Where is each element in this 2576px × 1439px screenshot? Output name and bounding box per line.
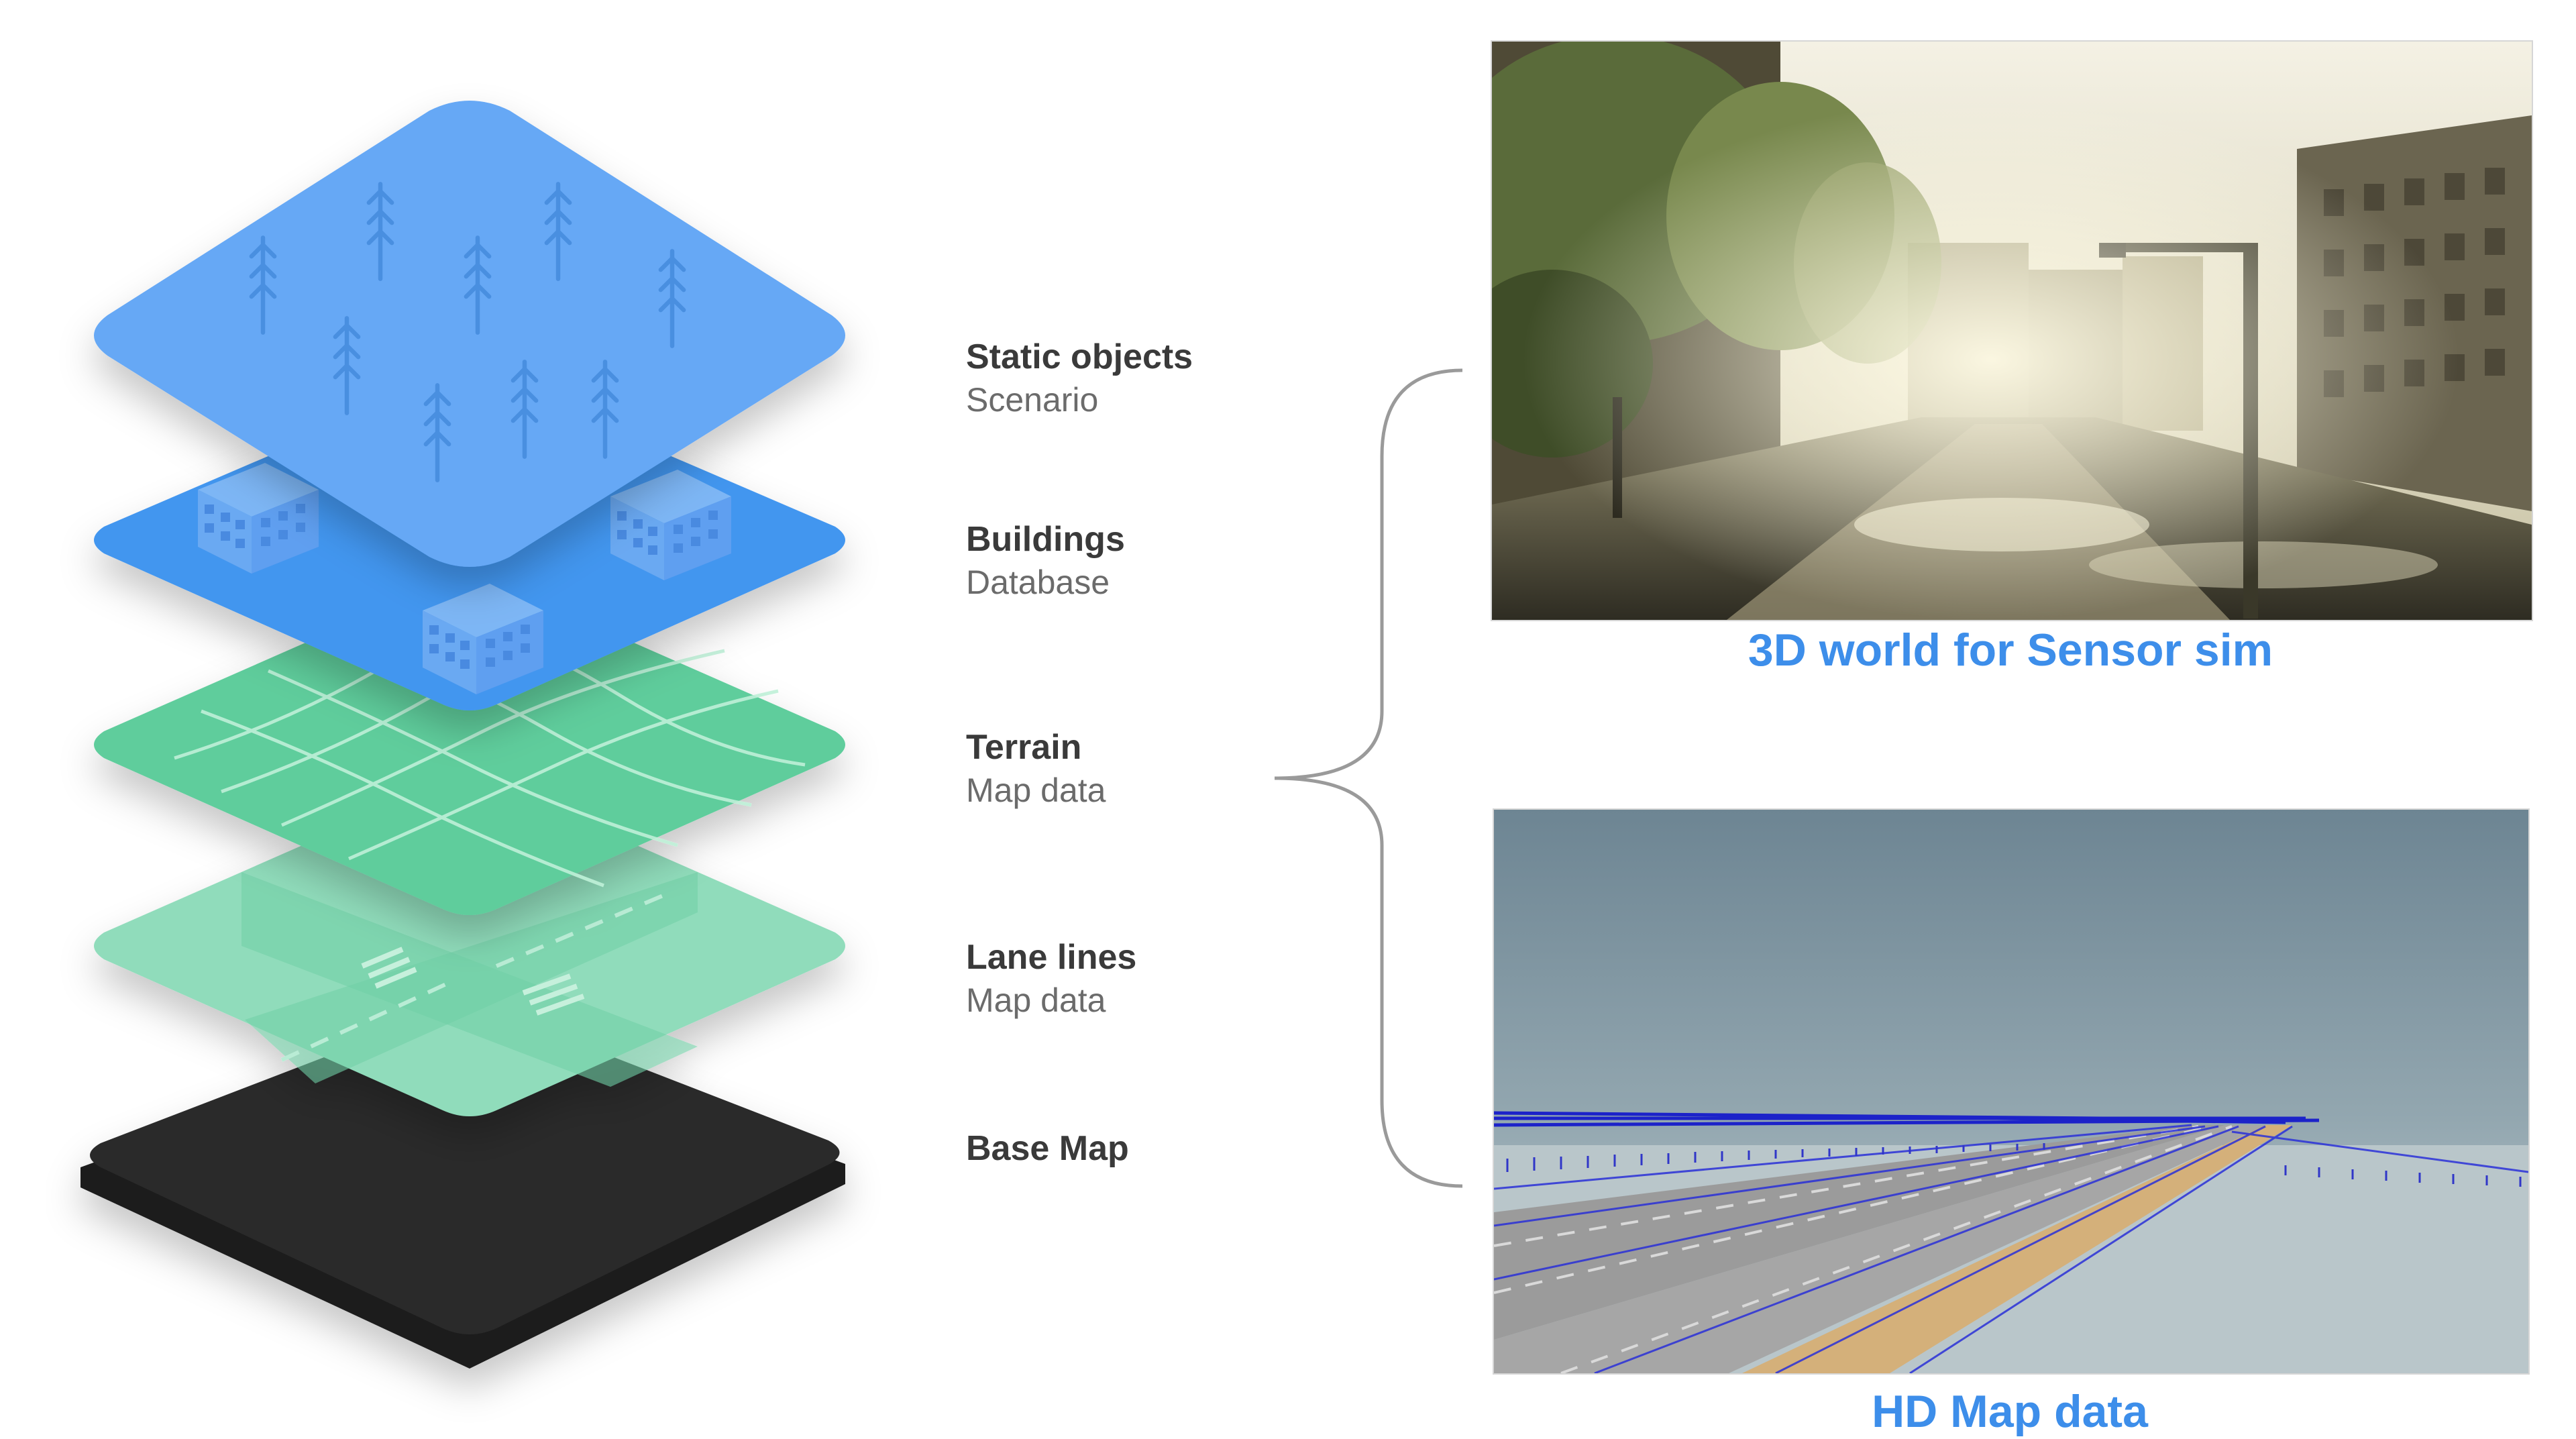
lane-lines-layer bbox=[94, 778, 845, 1116]
static-objects-layer bbox=[94, 101, 845, 567]
layer-title: Static objects bbox=[966, 337, 1193, 376]
layer-title: Lane lines bbox=[966, 938, 1137, 977]
hd-map-caption: HD Map data bbox=[1872, 1386, 2148, 1437]
sensor-sim-image bbox=[1491, 40, 2533, 621]
layer-subtitle: Map data bbox=[966, 771, 1106, 809]
hd-map-image bbox=[1493, 808, 2530, 1375]
layer-subtitle: Map data bbox=[966, 981, 1106, 1019]
layer-label-base-map: Base Map bbox=[966, 1127, 1129, 1170]
layer-label-static-objects: Static objects Scenario bbox=[966, 335, 1193, 421]
grouping-brace bbox=[1274, 368, 1462, 1188]
base-map-layer bbox=[80, 1006, 845, 1369]
layer-subtitle: Scenario bbox=[966, 381, 1099, 419]
layer-title: Base Map bbox=[966, 1129, 1129, 1168]
layer-label-buildings: Buildings Database bbox=[966, 518, 1125, 604]
layer-label-terrain: Terrain Map data bbox=[966, 726, 1106, 812]
layer-subtitle: Database bbox=[966, 564, 1110, 601]
layer-title: Buildings bbox=[966, 520, 1125, 559]
layer-stack-diagram bbox=[80, 101, 845, 1369]
layer-title: Terrain bbox=[966, 728, 1082, 767]
layer-label-lane-lines: Lane lines Map data bbox=[966, 936, 1136, 1022]
sensor-sim-caption: 3D world for Sensor sim bbox=[1748, 625, 2273, 676]
